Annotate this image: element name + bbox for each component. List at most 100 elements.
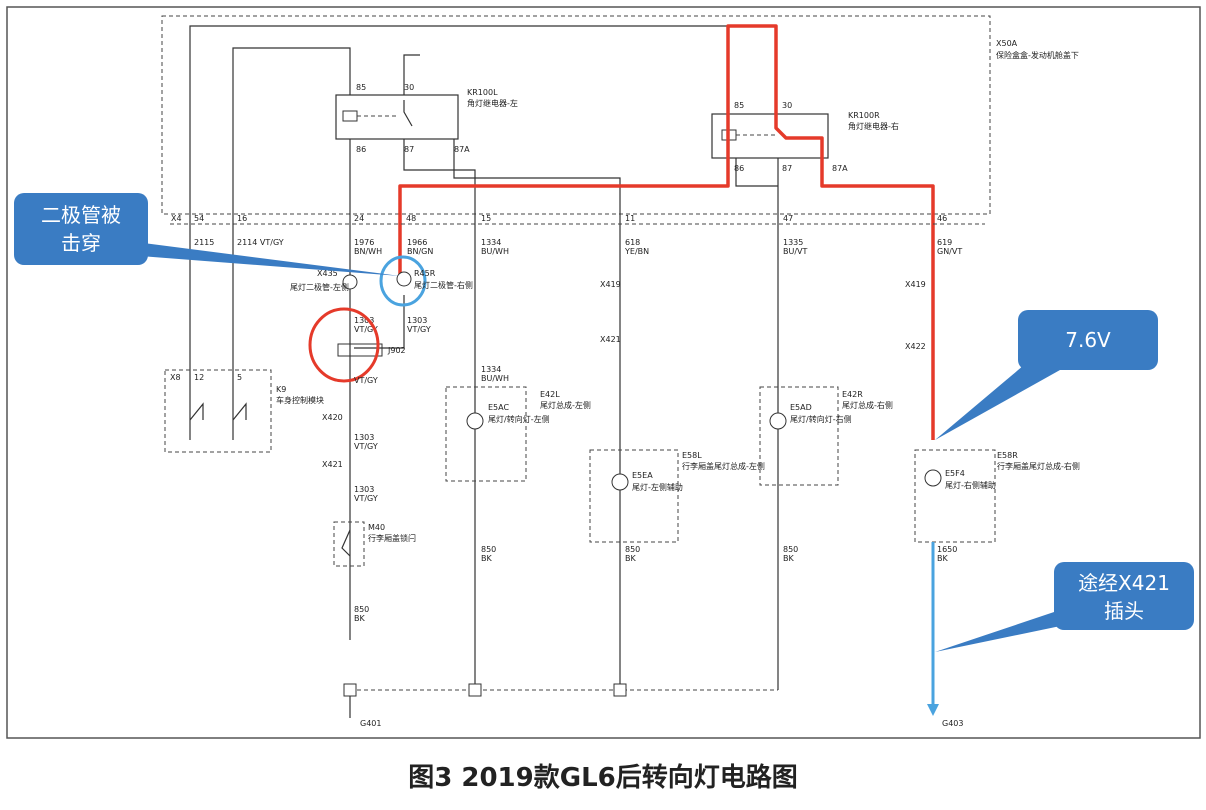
wire-1303-color-d: VT/GY [354,442,378,451]
wire-1966-num: 1966 [407,238,427,247]
wire-1303-color-b: VT/GY [407,325,431,334]
x50a-desc: 保险盒盒-发动机舱盖下 [996,50,1079,60]
diode-left-id: X435 [317,269,338,278]
relay-kr100r-pin87: 87 [782,164,792,173]
wire-1650-num: 1650 [937,545,957,554]
relay-kr100l-pin85: 85 [356,83,366,92]
conn-x421-label-mid: X421 [600,335,621,344]
lamp-e42l-asm-desc: 尾灯总成-左侧 [540,400,591,410]
x4-pin-47: 47 [783,214,793,223]
wire-right-86 [735,158,778,187]
wire-1303-num-a: 1303 [354,316,374,325]
callout-voltage-text: 7.6V [1065,328,1111,352]
wire-2114-label: 2114 VT/GY [237,238,284,247]
wire-top-bus [189,25,728,224]
module-k9-pin12: 12 [194,373,204,382]
callout-diode-box [14,193,148,265]
diode-right-desc: 尾灯二极管-右侧 [414,280,473,290]
relay-kr100r-pin86: 86 [734,164,744,173]
conn-x420-label: X420 [322,413,343,422]
relay-kr100l-id: KR100L [467,88,498,97]
lamp-e42r-asm: E42R [842,390,863,399]
wire-1976-color: BN/WH [354,247,382,256]
conn-x422-label: X422 [905,342,926,351]
wire-850-num-a: 850 [354,605,369,614]
relay-kr100l-pin87: 87 [404,145,414,154]
wire-1303-right [354,295,405,349]
switch-m40-id: M40 [368,523,385,532]
splice-j902-label: J902 [387,346,406,355]
figure-caption: 图3 2019款GL6后转向灯电路图 [408,763,798,793]
ground-arrow-icon [927,704,939,716]
wire-1334-num-b: 1334 [481,365,501,374]
lamp-e58l-box [589,449,679,543]
relay-kr100l-pin30: 30 [404,83,414,92]
lamp-e42r-box [759,386,839,486]
relay-kr100r-pin85: 85 [734,101,744,110]
wire-1334-color-b: BU/WH [481,374,509,383]
wire-1303-color-e: VT/GY [354,494,378,503]
wire-left-87 [403,139,476,224]
conn-x421-label-left: X421 [322,460,343,469]
splice-highlight-circle [308,307,380,383]
diode-right-icon [396,271,412,287]
diode-right-id: R45R [414,269,436,278]
lamp-e5f4-desc: 尾灯-右侧辅助 [945,480,996,490]
wire-1334-num: 1334 [481,238,501,247]
x4-pin-16: 16 [237,214,247,223]
switch-m40-desc: 行李厢盖锁闩 [368,533,416,543]
switch-m40-contact [341,529,351,557]
diode-left-desc: 尾灯二极管-左侧 [290,282,349,292]
x4-pin-15: 15 [481,214,491,223]
callout-diode-line2: 击穿 [61,231,101,255]
wire-1303-num-b: 1303 [407,316,427,325]
lamp-e58r-asm: E58R [997,451,1018,460]
conn-x419-label-b: X419 [905,280,926,289]
lamp-e5ad-icon [769,412,787,430]
callout-via-line1: 途经X421 [1078,571,1170,595]
lamp-e5ea-id: E5EA [632,471,653,480]
lamp-e5ac-id: E5AC [488,403,509,412]
wire-1335-color: BU/VT [783,247,808,256]
lamp-e5ad-desc: 尾灯/转向灯-右侧 [790,414,852,424]
wire-850-color-b: BK [481,554,492,563]
x50a-fuse-box [161,15,991,215]
ground-splice-c [613,683,627,697]
callout-diode-line1: 二极管被 [41,203,121,227]
x4-pin-46: 46 [937,214,947,223]
relay-kr100l [335,94,459,140]
x50a-label: X50A [996,39,1018,48]
wire-left-87a [453,139,621,224]
splice-j902 [337,343,383,357]
diagram-frame [6,6,1201,739]
lamp-e5f4-icon [924,469,942,487]
wire-1303-num-e: 1303 [354,485,374,494]
lamp-e58l-asm: E58L [682,451,702,460]
x4-pin-24: 24 [354,214,364,223]
wire-850-num-b: 850 [481,545,496,554]
lamp-e5ac-icon [466,412,484,430]
lamp-e42l-asm: E42L [540,390,560,399]
callout-diode-pointer [120,240,400,276]
lamp-e5ac-desc: 尾灯/转向灯-左侧 [488,414,550,424]
ground-splice-b [468,683,482,697]
wire-618-color: YE/BN [624,247,649,256]
x4-pin-48: 48 [406,214,416,223]
lamp-e58l-asm-desc: 行李厢盖尾灯总成-左侧 [682,461,765,471]
wire-850-color-a: BK [354,614,365,623]
wire-1966-color: BN/GN [407,247,433,256]
ground-g401: G401 [360,719,381,728]
module-k9-switch-a [189,402,204,421]
wire-1303-color-a: VT/GY [354,325,378,334]
x4-label: X4 [171,214,182,223]
relay-kr100l-pin87a: 87A [454,145,470,154]
relay-kr100r-desc: 角灯继电器-右 [848,121,899,131]
module-k9-pin5: 5 [237,373,242,382]
module-k9-id: K9 [276,385,286,394]
module-k9-switch-b [232,402,247,421]
highlight-current-path [398,24,935,440]
wire-1650-color: BK [937,554,948,563]
relay-kr100r-id: KR100R [848,111,880,120]
callout-via-line2: 插头 [1104,599,1144,623]
module-k9-conn: X8 [170,373,181,382]
